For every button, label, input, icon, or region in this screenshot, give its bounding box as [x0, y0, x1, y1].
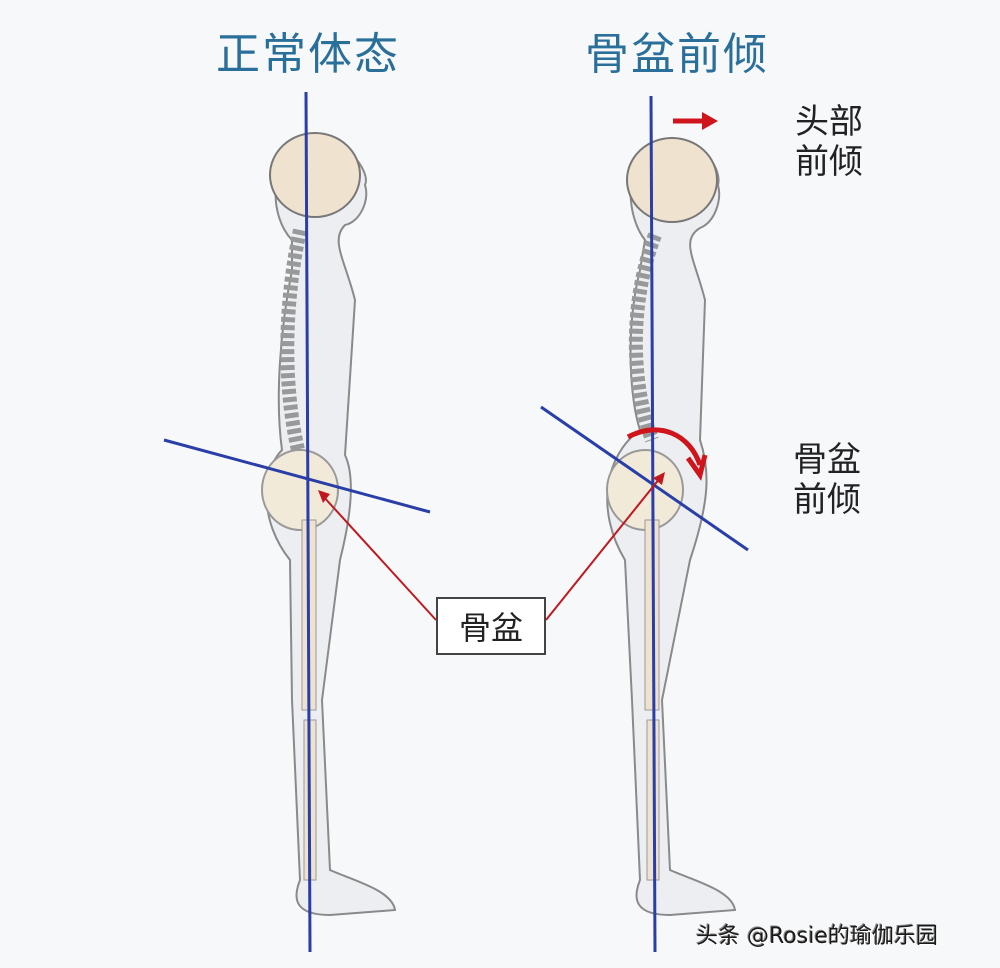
plumb-line-normal: [304, 91, 312, 953]
label-pelvis-forward-line2: 前倾: [793, 480, 861, 520]
watermark: 头条 @Rosie的瑜伽乐园: [696, 924, 938, 949]
label-head-forward-line2: 前倾: [795, 142, 863, 182]
label-head-forward-line1: 头部: [795, 102, 863, 142]
head-forward-arrowhead: [702, 112, 718, 130]
label-head-forward: 头部 前倾: [795, 102, 875, 182]
title-pelvic-tilt: 骨盆前倾: [585, 29, 769, 80]
pelvis-line-tilt: [540, 405, 749, 552]
pelvis-callout-box: 骨盆: [436, 597, 546, 655]
label-pelvis-forward-line1: 骨盆: [793, 440, 861, 480]
label-pelvis-forward: 骨盆 前倾: [793, 440, 873, 520]
callout-arrow-right: [545, 477, 661, 621]
rotation-arrow: [626, 427, 703, 466]
figure-tilt: [540, 95, 749, 953]
figure-normal: [163, 91, 431, 953]
title-normal-posture: 正常体态: [216, 29, 400, 80]
pelvis-line-normal: [163, 438, 431, 514]
rotation-arrowhead: [685, 454, 708, 481]
callout-arrow-left: [321, 494, 437, 621]
plumb-line-tilt: [649, 95, 657, 953]
